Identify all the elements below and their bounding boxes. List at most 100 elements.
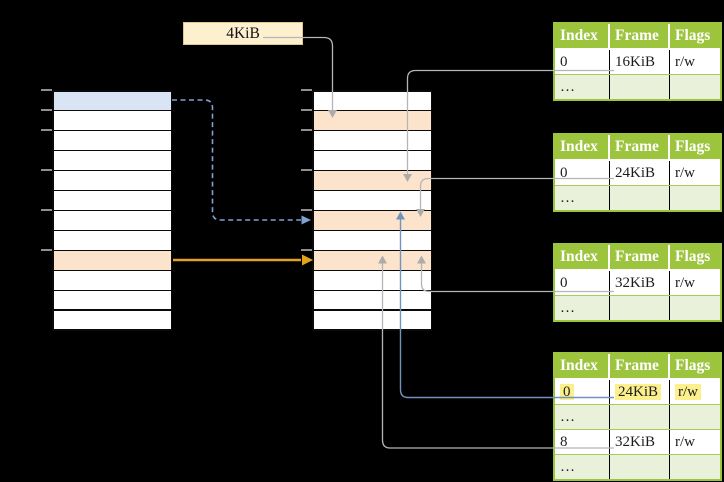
memory-cell-blue [53,91,171,110]
memory-cell-orange [53,251,171,270]
cell-value: 32KiB [615,434,656,450]
page-table-cell [610,296,670,320]
memory-cell-white [53,271,171,290]
address-tick-mark [41,249,52,251]
page-table-cell [670,455,720,479]
page-table-header-cell: Flags [675,138,711,155]
page-table-header-cell: Index [555,135,610,159]
highlighted-cell-value: 24KiB [615,384,662,400]
page-size-label-box: 4KiB [183,22,303,45]
page-size-label: 4KiB [226,25,260,42]
highlighted-cell-value: r/w [675,384,701,400]
page-table-row: 8 32KiB r/w [555,429,720,454]
page-table-cell [610,75,670,99]
page-table-cell: 0 [555,380,610,404]
page-table-header-cell: Frame [610,24,670,48]
cell-value: 32KiB [615,275,656,291]
page-table-row: … [555,295,720,320]
page-table-cell: 24KiB [610,380,670,404]
page-table-header-cell: Frame [610,354,670,378]
memory-cell-white [53,151,171,170]
address-tick-mark [301,249,312,251]
cell-value: 24KiB [615,165,656,181]
cell-value: r/w [675,434,695,450]
page-table-cell: 32KiB [610,430,670,454]
memory-cell-white [53,191,171,210]
cell-value: r/w [675,54,695,70]
memory-cell-orange [313,211,431,230]
memory-cell-white [313,191,431,210]
address-tick-mark [41,209,52,211]
page-table-cell: 0 [555,161,610,185]
page-table-row: 0 32KiB r/w [555,269,720,295]
cell-value: 16KiB [615,54,656,70]
memory-cell-white [53,131,171,150]
memory-cell-white [53,231,171,250]
page-table-cell [670,186,720,210]
cell-value: … [560,459,575,475]
page-table-cell: … [555,186,610,210]
page-table-header-cell: Index [555,245,610,269]
page-table-header-cell: Index [555,24,610,48]
page-table-cell: 8 [555,430,610,454]
address-tick-mark [301,209,312,211]
cell-value: 8 [560,434,568,450]
page-table-cell: 0 [555,50,610,74]
page-table-cell [670,405,720,429]
memory-cell-white [53,211,171,230]
page-table-cell: … [555,75,610,99]
cell-value: 0 [560,275,568,291]
page-table-cell: 24KiB [610,161,670,185]
highlighted-cell-value: 0 [560,384,574,400]
page-table-row: 0 16KiB r/w [555,48,720,74]
page-table-header-cell: Flags [675,248,711,265]
page-table-cell: r/w [670,50,720,74]
address-tick-mark [41,89,52,91]
memory-cell-orange [313,111,431,130]
page-table-row: … [555,74,720,99]
page-table-header-cell: Flags [675,357,711,374]
virtual-memory-table [52,90,172,331]
connector-virtual-page-orange-mapping [173,254,313,266]
page-table-row: … [555,454,720,479]
memory-cell-white [313,271,431,290]
cell-value: … [560,409,575,425]
page-table-cell: 0 [555,271,610,295]
memory-cell-white [313,131,431,150]
page-table-cell [610,455,670,479]
physical-memory-table [312,90,432,331]
memory-cell-white [313,151,431,170]
memory-cell-white [53,111,171,130]
memory-cell-white [53,310,171,330]
memory-cell-white [313,291,431,310]
address-tick-mark [301,109,312,111]
page-table-cell: r/w [670,271,720,295]
address-tick-mark [301,129,312,131]
address-tick-mark [41,169,52,171]
arrow-right-icon [301,215,311,225]
cell-value: r/w [675,165,695,181]
memory-cell-white [313,91,431,110]
connector-virtual-page-dashed-translation [172,99,311,225]
page-table-cell [610,186,670,210]
page-table-header-cell: Frame [610,135,670,159]
memory-cell-orange [313,171,431,190]
page-table-cell: … [555,455,610,479]
page-table-cell: r/w [670,161,720,185]
page-table-row: … [555,404,720,429]
cell-value: … [560,300,575,316]
address-tick-mark [41,109,52,111]
page-table-cell: … [555,405,610,429]
cell-value: r/w [675,275,695,291]
page-table-cell: 16KiB [610,50,670,74]
address-tick-mark [41,129,52,131]
address-tick-mark [301,169,312,171]
